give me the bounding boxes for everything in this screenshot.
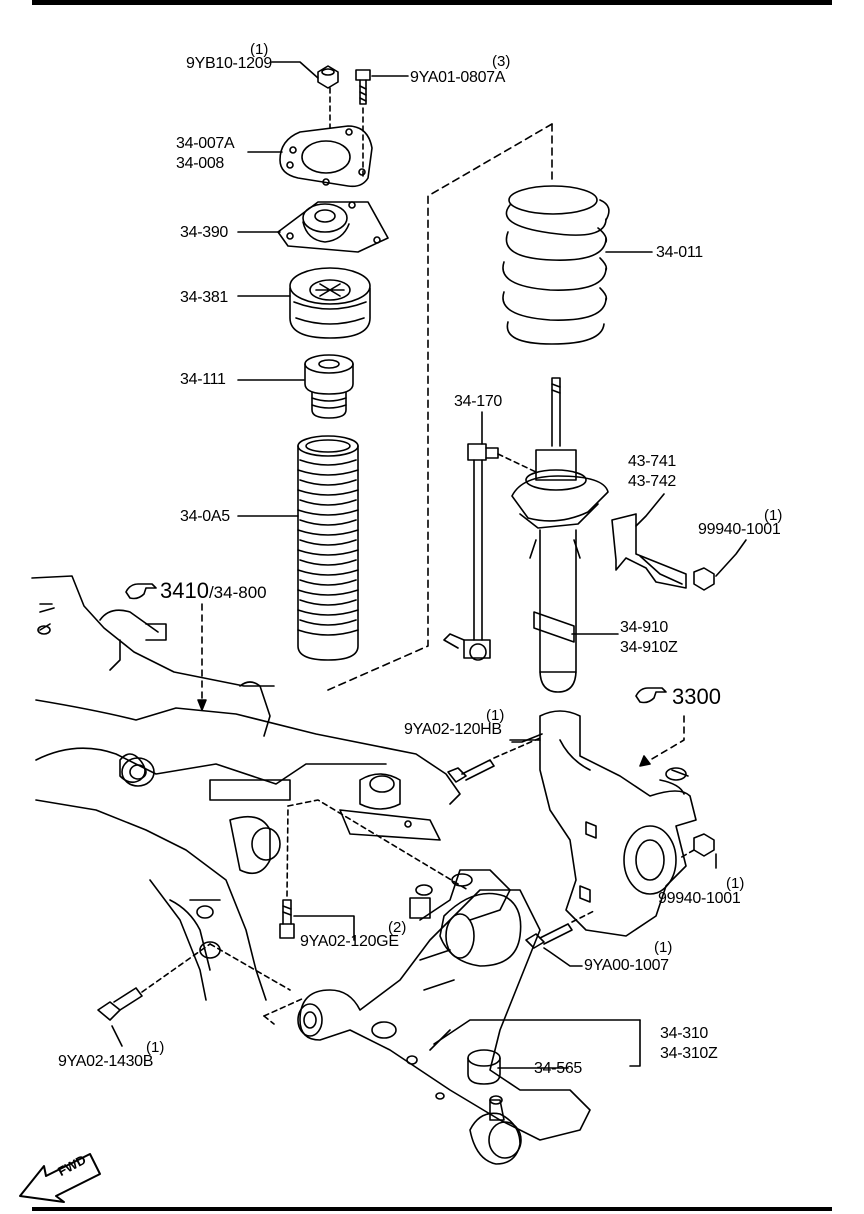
qty-bolt-top: (3) bbox=[492, 53, 511, 70]
qty-bracket-nut: (1) bbox=[764, 507, 783, 524]
bottom-border bbox=[32, 1207, 832, 1211]
label-upper-seat: 34-381 bbox=[180, 289, 229, 306]
label-shock-absorber-alt: 34-910Z bbox=[620, 639, 678, 656]
ref-knuckle[interactable]: 3300 bbox=[672, 686, 721, 708]
upper-seat-drawing bbox=[289, 267, 371, 339]
top-bolt-drawing bbox=[355, 69, 371, 105]
qty-arm-bolt-right: (1) bbox=[654, 939, 673, 956]
lower-arm-drawing bbox=[297, 869, 591, 1165]
label-mount-plate-alt: 34-008 bbox=[176, 155, 225, 172]
label-bracket-alt: 43-742 bbox=[628, 473, 677, 490]
label-bushing: 34-565 bbox=[534, 1060, 583, 1077]
label-bound-stopper: 34-111 bbox=[180, 371, 226, 388]
qty-arm-bolt-left: (1) bbox=[146, 1039, 165, 1056]
label-shock-absorber: 34-910 bbox=[620, 619, 669, 636]
mount-insulator-drawing bbox=[277, 201, 389, 253]
qty-nut-top: (1) bbox=[250, 41, 269, 58]
label-bracket-nut: 99940-1001 bbox=[698, 521, 781, 538]
ref-crossmember-main: 3410 bbox=[160, 578, 209, 603]
label-lower-arm-alt: 34-310Z bbox=[660, 1045, 718, 1062]
ref-crossmember[interactable]: 3410/34-800 bbox=[160, 580, 267, 602]
knuckle-nut-drawing bbox=[693, 833, 715, 857]
hand-pointer-icon bbox=[125, 583, 157, 600]
ref-crossmember-sub: /34-800 bbox=[208, 583, 267, 602]
label-knuckle-bolt: 9YA02-120HB bbox=[404, 721, 502, 738]
mount-plate-drawing bbox=[279, 125, 373, 188]
fwd-arrow-icon bbox=[19, 1153, 101, 1203]
dust-boot-drawing bbox=[297, 435, 359, 661]
coil-spring-drawing bbox=[502, 185, 610, 345]
label-arm-bolt-mid: 9YA02-120GE bbox=[300, 933, 399, 950]
label-stabilizer-link: 34-170 bbox=[454, 393, 503, 410]
qty-knuckle-nut: (1) bbox=[726, 875, 745, 892]
bracket-nut-drawing bbox=[693, 567, 715, 591]
label-mount-insulator: 34-390 bbox=[180, 224, 229, 241]
arm-bolt-mid-drawing bbox=[279, 899, 295, 939]
bushing-drawing bbox=[467, 1049, 501, 1085]
arm-bolt-left-drawing bbox=[97, 987, 143, 1021]
ref-knuckle-main: 3300 bbox=[672, 684, 721, 709]
bound-stopper-drawing bbox=[304, 354, 354, 419]
label-lower-arm: 34-310 bbox=[660, 1025, 709, 1042]
top-border bbox=[32, 0, 832, 5]
label-coil-spring: 34-011 bbox=[656, 244, 703, 261]
label-knuckle-nut: 99940-1001 bbox=[658, 890, 741, 907]
label-arm-bolt-left: 9YA02-1430B bbox=[58, 1053, 154, 1070]
label-nut-top: 9YB10-1209 bbox=[186, 55, 272, 72]
hand-pointer-icon bbox=[635, 687, 667, 704]
label-bracket: 43-741 bbox=[628, 453, 677, 470]
label-bolt-top: 9YA01-0807A bbox=[410, 69, 506, 86]
knuckle-bolt-drawing bbox=[447, 759, 495, 783]
qty-knuckle-bolt: (1) bbox=[486, 707, 505, 724]
label-arm-bolt-right: 9YA00-1007 bbox=[584, 957, 669, 974]
label-dust-boot: 34-0A5 bbox=[180, 508, 230, 525]
stabilizer-link-drawing bbox=[443, 443, 499, 661]
bracket-drawing bbox=[611, 513, 687, 589]
top-nut-drawing bbox=[317, 65, 339, 89]
shock-absorber-drawing bbox=[511, 377, 609, 693]
qty-arm-bolt-mid: (2) bbox=[388, 919, 407, 936]
crossmember-drawing bbox=[31, 575, 461, 1001]
label-mount-plate: 34-007A bbox=[176, 135, 235, 152]
arm-bolt-right-drawing bbox=[525, 923, 573, 949]
